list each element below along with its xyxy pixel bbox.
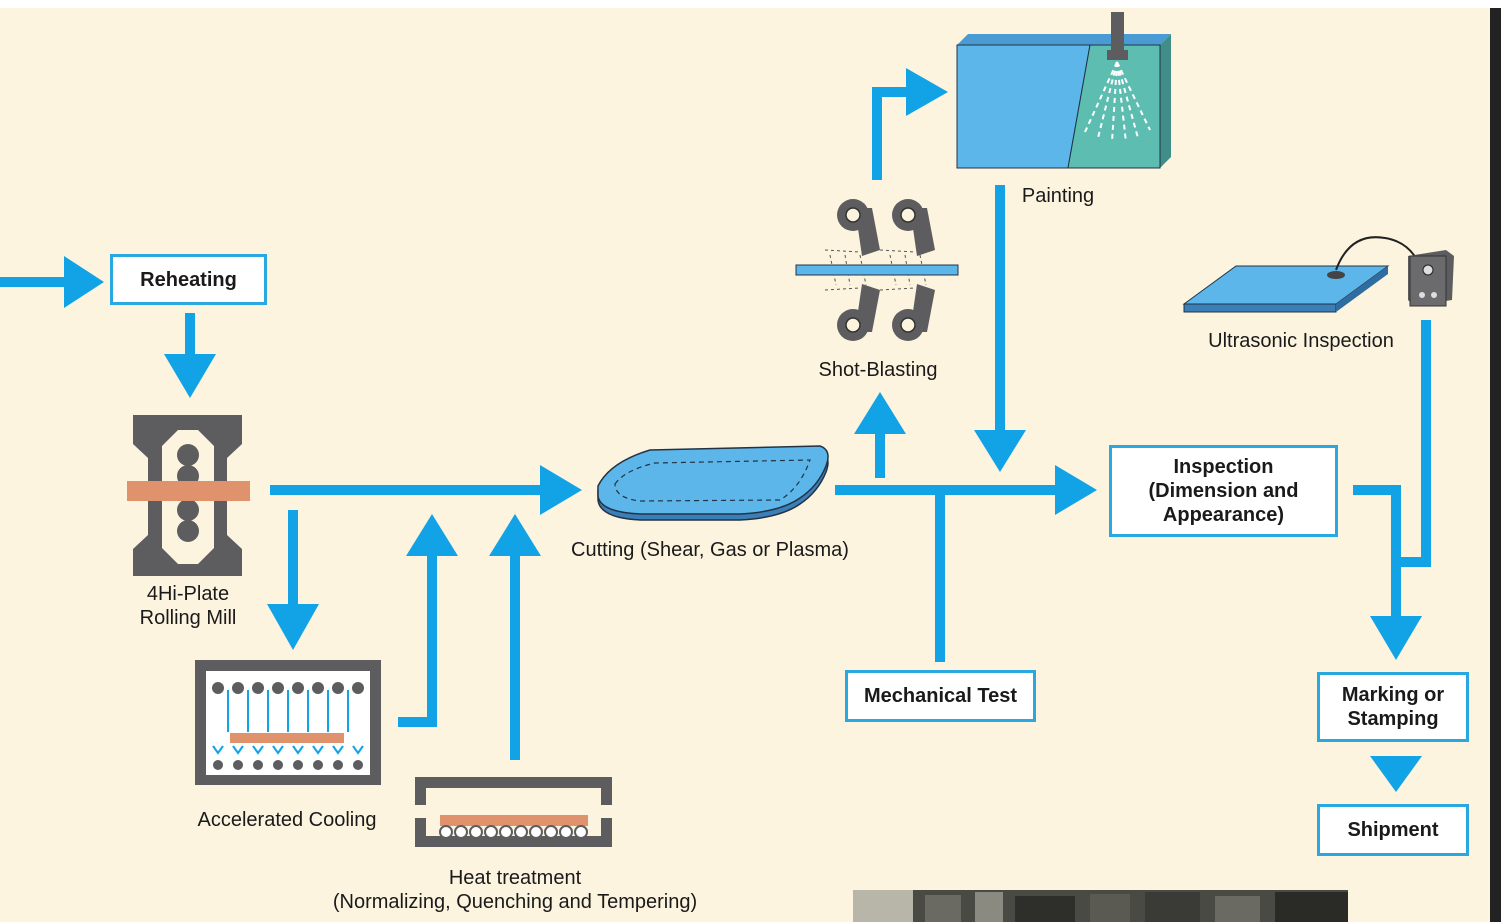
rolling-mill-icon <box>127 415 250 576</box>
shot-blasting-label: Shot-Blasting <box>818 359 938 381</box>
flow-arrows <box>0 87 1431 760</box>
mechanical-test-box: Mechanical Test <box>845 670 1036 722</box>
cutting-label: Cutting (Shear, Gas or Plasma) <box>571 539 849 561</box>
cutting-plate-icon <box>597 445 829 521</box>
inspection-box: Inspection (Dimension and Appearance) <box>1109 445 1338 537</box>
reheating-box: Reheating <box>110 254 267 305</box>
arrow-cooling-up <box>398 550 437 727</box>
shot-blasting-icon <box>795 199 959 341</box>
right-border <box>1490 8 1501 922</box>
heat-treatment-label: Heat treatment (Normalizing, Quenching a… <box>332 867 698 913</box>
factory-photo <box>853 890 1348 922</box>
arrow-heads <box>64 68 1422 792</box>
shipment-box: Shipment <box>1317 804 1469 856</box>
mechanical-test-label: Mechanical Test <box>863 685 1018 707</box>
inspection-label: Inspection (Dimension and Appearance) <box>1148 456 1299 526</box>
arrow-shotblasting-to-painting <box>872 87 912 180</box>
heat-treatment-icon <box>415 777 612 847</box>
ultrasonic-label: Ultrasonic Inspection <box>1208 330 1394 352</box>
rolling-mill-label: 4Hi-Plate Rolling Mill <box>139 583 237 629</box>
accelerated-cooling-icon <box>195 660 381 785</box>
arrow-inspection-to-marking <box>1353 485 1401 620</box>
marking-label: Marking or Stamping <box>1341 684 1445 730</box>
accelerated-cooling-label: Accelerated Cooling <box>197 809 377 831</box>
ultrasonic-icon <box>1182 236 1454 313</box>
line-ultrasonic <box>1396 320 1431 567</box>
marking-box: Marking or Stamping <box>1317 672 1469 742</box>
reheating-label: Reheating <box>140 268 237 291</box>
painting-label: Painting <box>1021 185 1095 207</box>
painting-icon <box>956 12 1171 169</box>
shipment-label: Shipment <box>1347 819 1439 841</box>
